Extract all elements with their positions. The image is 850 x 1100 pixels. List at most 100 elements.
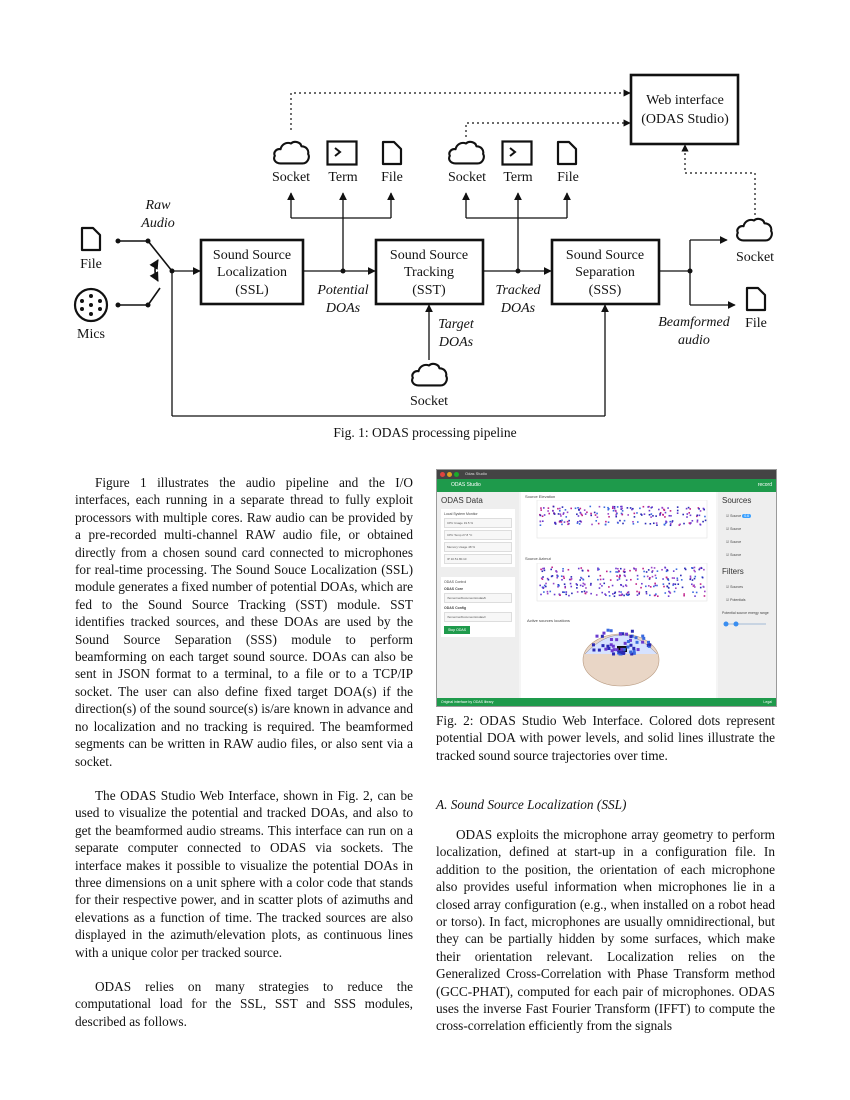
body-paragraph: ODAS exploits the microphone array geome…: [436, 827, 775, 1034]
body-paragraph: ODAS relies on many strategies to reduce…: [75, 978, 413, 1029]
sphere-title: Active sources locations: [527, 618, 570, 623]
raw-audio-line-1: Raw: [145, 198, 172, 213]
odas-studio-screenshot: Odas Studio ODAS Studio record ODAS Data…: [436, 469, 777, 707]
filter-item[interactable]: ☑ Sources: [726, 585, 743, 589]
tracked-doas-line-1: Tracked: [495, 283, 541, 298]
stop-odas-button[interactable]: Stop ODAS: [444, 626, 471, 634]
left-column: Figure 1 illustrates the audio pipeline …: [75, 474, 413, 1030]
left-panel: ODAS Data Local System Monitor CPU Usage…: [437, 492, 519, 698]
file-input-icon: [80, 226, 102, 252]
core-label: ODAS Core: [444, 587, 464, 591]
window-title: Odas Studio: [465, 471, 488, 476]
azimuth-title: Source Azimut: [525, 556, 551, 561]
window-titlebar: Odas Studio: [437, 470, 776, 479]
center-panel: Source Elevation Source Azimut Active so…: [521, 492, 716, 698]
right-panel: Sources ☑ Source 0.6 ☑ Source ☑ Source ☑…: [718, 492, 776, 698]
body-paragraph: Figure 1 illustrates the audio pipeline …: [75, 475, 413, 769]
source-item[interactable]: ☑ Source: [726, 527, 742, 531]
sss-file-icon: [745, 286, 767, 312]
azimuth-plot: [536, 563, 708, 602]
sst-socket-label: Socket: [448, 170, 486, 185]
energy-range-slider[interactable]: [722, 620, 768, 628]
elevation-title: Source Elevation: [525, 494, 556, 499]
source-item[interactable]: ☑ Source: [726, 540, 742, 544]
tracked-doas-line-2: DOAs: [500, 301, 536, 316]
odas-control: ODAS Control ODAS Core /home/me/Document…: [441, 577, 515, 637]
beamformed-line-2: audio: [678, 333, 710, 348]
ssl-socket-icon: [273, 140, 310, 165]
beamformed-line-1: Beamformed: [658, 315, 731, 330]
raw-audio-line-2: Audio: [140, 216, 174, 231]
sphere-view: [582, 628, 660, 687]
sss-socket-icon: [736, 217, 773, 242]
sst-term-label: Term: [503, 170, 532, 185]
ssl-socket-label: Socket: [272, 170, 310, 185]
target-doas-line-2: DOAs: [438, 335, 474, 350]
core-input[interactable]: /home/me/Documents/odas/b: [444, 593, 512, 603]
monitor-row: IP 10.51.80.10: [444, 554, 512, 564]
section-heading: A. Sound Source Localization (SSL): [436, 797, 627, 812]
app-name: ODAS Studio: [451, 482, 481, 488]
sst-line-1: Sound Source: [390, 248, 468, 263]
panel-title: ODAS Data: [441, 496, 483, 505]
target-doas-line-1: Target: [438, 317, 475, 332]
footer-right[interactable]: Legal: [763, 700, 772, 704]
mics-icon: [73, 287, 109, 323]
config-input[interactable]: /home/me/Documents/odas/c: [444, 612, 512, 622]
ssl-line-1: Sound Source: [213, 248, 291, 263]
sst-file-icon: [556, 140, 578, 166]
sss-file-label: File: [745, 316, 767, 331]
control-title: ODAS Control: [444, 580, 467, 584]
sst-block: Sound Source Tracking (SST): [374, 238, 485, 306]
sss-line-3: (SSS): [589, 283, 622, 298]
monitor-title: Local System Monitor: [444, 512, 478, 516]
footer-left: Original interface by ODAS library: [441, 700, 494, 704]
potential-doas-line-1: Potential: [316, 283, 368, 298]
system-monitor: Local System Monitor CPU Usage 19.5 % CP…: [441, 509, 515, 567]
sss-socket-label: Socket: [736, 250, 774, 265]
monitor-row: CPU Usage 19.5 %: [444, 518, 512, 528]
sss-line-1: Sound Source: [566, 248, 644, 263]
sources-title: Sources: [722, 496, 752, 505]
mics-label: Mics: [77, 327, 105, 342]
ssl-term-icon: [326, 140, 358, 166]
web-line-2: (ODAS Studio): [641, 112, 729, 127]
ssl-line-2: Localization: [217, 265, 287, 280]
potential-doas-line-2: DOAs: [325, 301, 361, 316]
elevation-plot: [536, 500, 708, 539]
sst-socket-icon: [448, 140, 485, 165]
ssl-line-3: (SSL): [235, 283, 269, 298]
ssl-section: ODAS exploits the microphone array geome…: [436, 826, 775, 1035]
ssl-term-label: Term: [328, 170, 357, 185]
fig1-caption: Fig. 1: ODAS processing pipeline: [333, 425, 517, 440]
sst-term-icon: [501, 140, 533, 166]
body-paragraph: The ODAS Studio Web Interface, shown in …: [75, 787, 413, 960]
minimize-dot-icon: [447, 472, 452, 477]
ssl-block: Sound Source Localization (SSL): [199, 238, 305, 306]
record-label: record: [757, 482, 772, 488]
target-socket-label: Socket: [410, 394, 448, 409]
web-line-1: Web interface: [646, 93, 724, 108]
sst-line-3: (SST): [412, 283, 446, 298]
maximize-dot-icon: [454, 472, 459, 477]
sss-line-2: Separation: [575, 265, 635, 280]
config-label: ODAS Config: [444, 606, 467, 610]
input-switch: [118, 240, 173, 306]
ssl-file-label: File: [381, 170, 403, 185]
app-bar: ODAS Studio record: [437, 479, 776, 492]
sss-block: Sound Source Separation (SSS): [550, 238, 661, 306]
pipeline-diagram: Sound Source Localization (SSL) Sound So…: [73, 73, 774, 417]
source-item[interactable]: ☑ Source: [726, 553, 742, 557]
ssl-file-icon: [381, 140, 403, 166]
file-input-label: File: [80, 257, 102, 272]
fig2-caption: Fig. 2: ODAS Studio Web Interface. Color…: [436, 713, 775, 763]
close-dot-icon: [440, 472, 445, 477]
sst-line-2: Tracking: [404, 265, 454, 280]
monitor-row: CPU Temp 27.8 °C: [444, 530, 512, 540]
monitor-row: Memory Usage 48 %: [444, 542, 512, 552]
web-interface-block: Web interface (ODAS Studio): [629, 73, 740, 146]
sst-file-label: File: [557, 170, 579, 185]
filter-item[interactable]: ☑ Potentials: [726, 598, 746, 602]
target-socket-icon: [411, 362, 448, 387]
source-item[interactable]: ☑ Source 0.6: [726, 514, 752, 518]
